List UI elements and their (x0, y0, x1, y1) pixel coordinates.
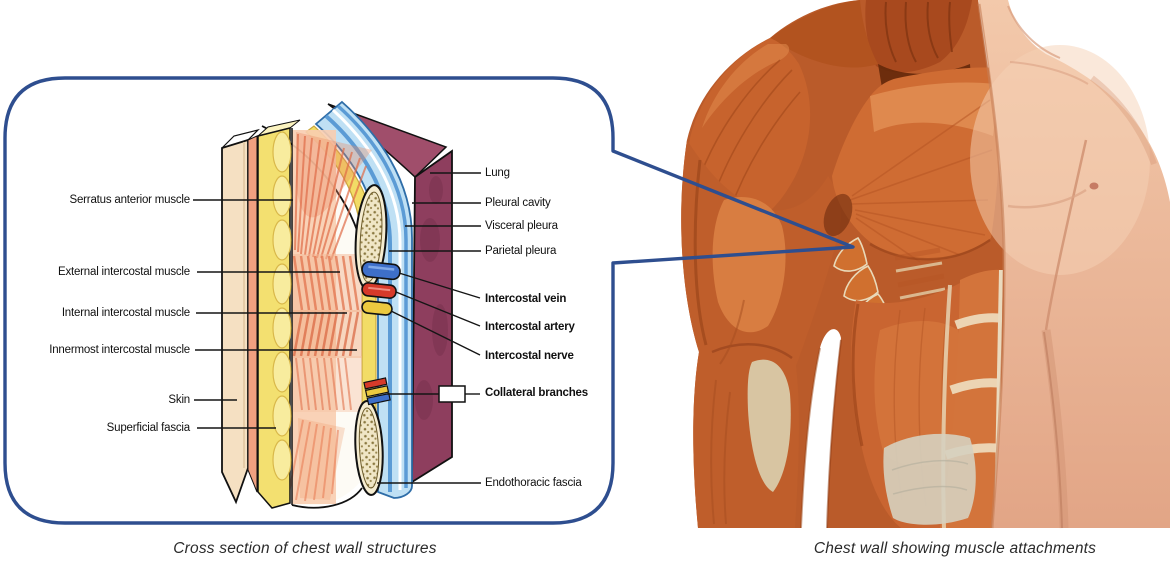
serratus-fibers (294, 133, 367, 261)
label-internal-intercostal-muscle: Internal intercostal muscle (61, 307, 190, 319)
skin-slab (221, 138, 249, 505)
label-skin: Skin (168, 394, 190, 406)
cross-section-diagram (221, 100, 453, 509)
intercostal-nerve-tube (361, 300, 393, 316)
fat-lobules (272, 131, 292, 481)
arm-torso-gap (801, 329, 841, 528)
collateral-bracket (438, 385, 466, 403)
label-intercostal-artery: Intercostal artery (485, 321, 575, 333)
label-external-intercostal-muscle: External intercostal muscle (57, 266, 190, 278)
rib-cross-section-bottom (354, 400, 384, 496)
label-parietal-pleura: Parietal pleura (485, 245, 557, 257)
leader-lines (193, 172, 481, 484)
label-visceral-pleura: Visceral pleura (485, 220, 558, 232)
label-lung: Lung (485, 167, 510, 179)
label-collateral-branches: Collateral branches (485, 387, 588, 399)
callout-bubble (3, 76, 855, 525)
label-intercostal-nerve: Intercostal nerve (485, 350, 574, 362)
intercostal-artery-tube (361, 282, 397, 299)
innermost-intercostal-fibers (295, 357, 352, 411)
forearm-fascia-patch (747, 359, 791, 492)
torso-illustration (681, 0, 1170, 529)
abdominal-aponeurosis (883, 433, 976, 525)
subcutaneous-layer (247, 135, 258, 493)
label-pleural-cavity: Pleural cavity (485, 197, 551, 209)
caption-cross-section: Cross section of chest wall structures (173, 540, 437, 557)
label-superficial-fascia: Superficial fascia (106, 422, 191, 434)
biceps-highlight (712, 197, 786, 333)
arm-chest-crease (1044, 139, 1088, 331)
label-serratus-anterior-muscle: Serratus anterior muscle (69, 194, 191, 206)
label-innermost-intercostal-muscle: Innermost intercostal muscle (49, 344, 190, 356)
intercostal-vein-tube (361, 261, 401, 281)
label-endothoracic-fascia: Endothoracic fascia (485, 477, 582, 489)
internal-intercostal-fibers (292, 311, 360, 357)
external-intercostal-fibers (292, 255, 360, 311)
nipple (1089, 182, 1099, 190)
trapezius-muscle (770, 0, 878, 68)
collateral-branches-stripes (363, 377, 391, 406)
label-intercostal-vein: Intercostal vein (485, 293, 567, 305)
caption-chest-wall: Chest wall showing muscle attachments (813, 540, 1097, 557)
